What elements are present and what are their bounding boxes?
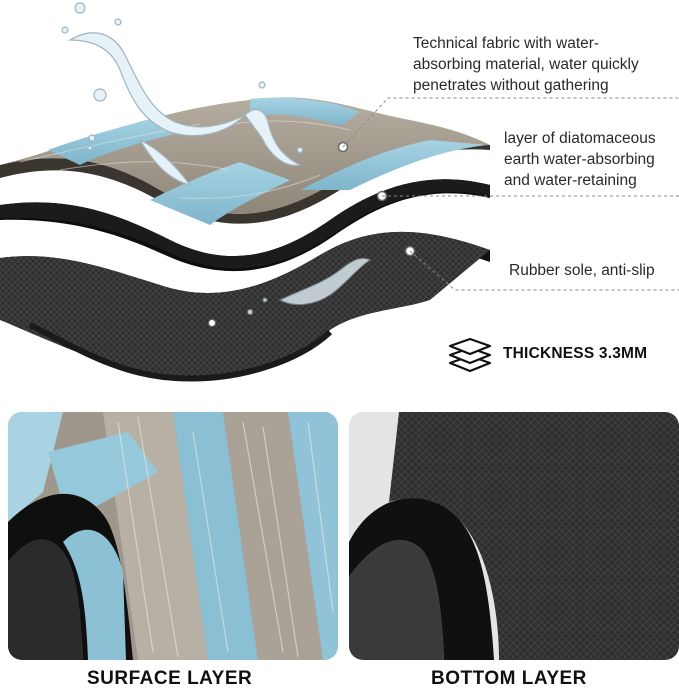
- fabric-layer: [0, 97, 490, 225]
- layers-icon: [448, 337, 492, 373]
- diatomite-layer: [0, 179, 490, 272]
- callout-line: absorbing material, water quickly: [413, 56, 639, 73]
- surface-layer-photo: [8, 412, 338, 660]
- layers-illustration: [0, 2, 490, 382]
- callout-line: layer of diatomaceous: [504, 130, 656, 147]
- callout-rubber: Rubber sole, anti-slip: [509, 260, 655, 281]
- leader-lines: [342, 97, 679, 291]
- callout-line: and water-retaining: [504, 172, 637, 189]
- bottom-layer-photo: [349, 412, 679, 660]
- callout-line: Rubber sole, anti-slip: [509, 262, 655, 279]
- water-splash: [61, 2, 304, 186]
- thickness-badge: THICKNESS 3.3MM: [447, 334, 647, 374]
- thickness-label: THICKNESS 3.3MM: [503, 345, 648, 362]
- callout-diatom: layer of diatomaceous earth water-absorb…: [504, 128, 656, 191]
- surface-layer-label: SURFACE LAYER: [87, 668, 253, 689]
- callout-line: Technical fabric with water-: [413, 35, 600, 52]
- marker-dot: [208, 319, 216, 327]
- rubber-layer: [0, 231, 490, 382]
- rubber-splash: [247, 257, 371, 315]
- callout-line: earth water-absorbing: [504, 151, 655, 168]
- callout-line: penetrates without gathering: [413, 77, 609, 94]
- callout-fabric: Technical fabric with water- absorbing m…: [413, 33, 639, 96]
- bottom-layer-label: BOTTOM LAYER: [431, 668, 587, 689]
